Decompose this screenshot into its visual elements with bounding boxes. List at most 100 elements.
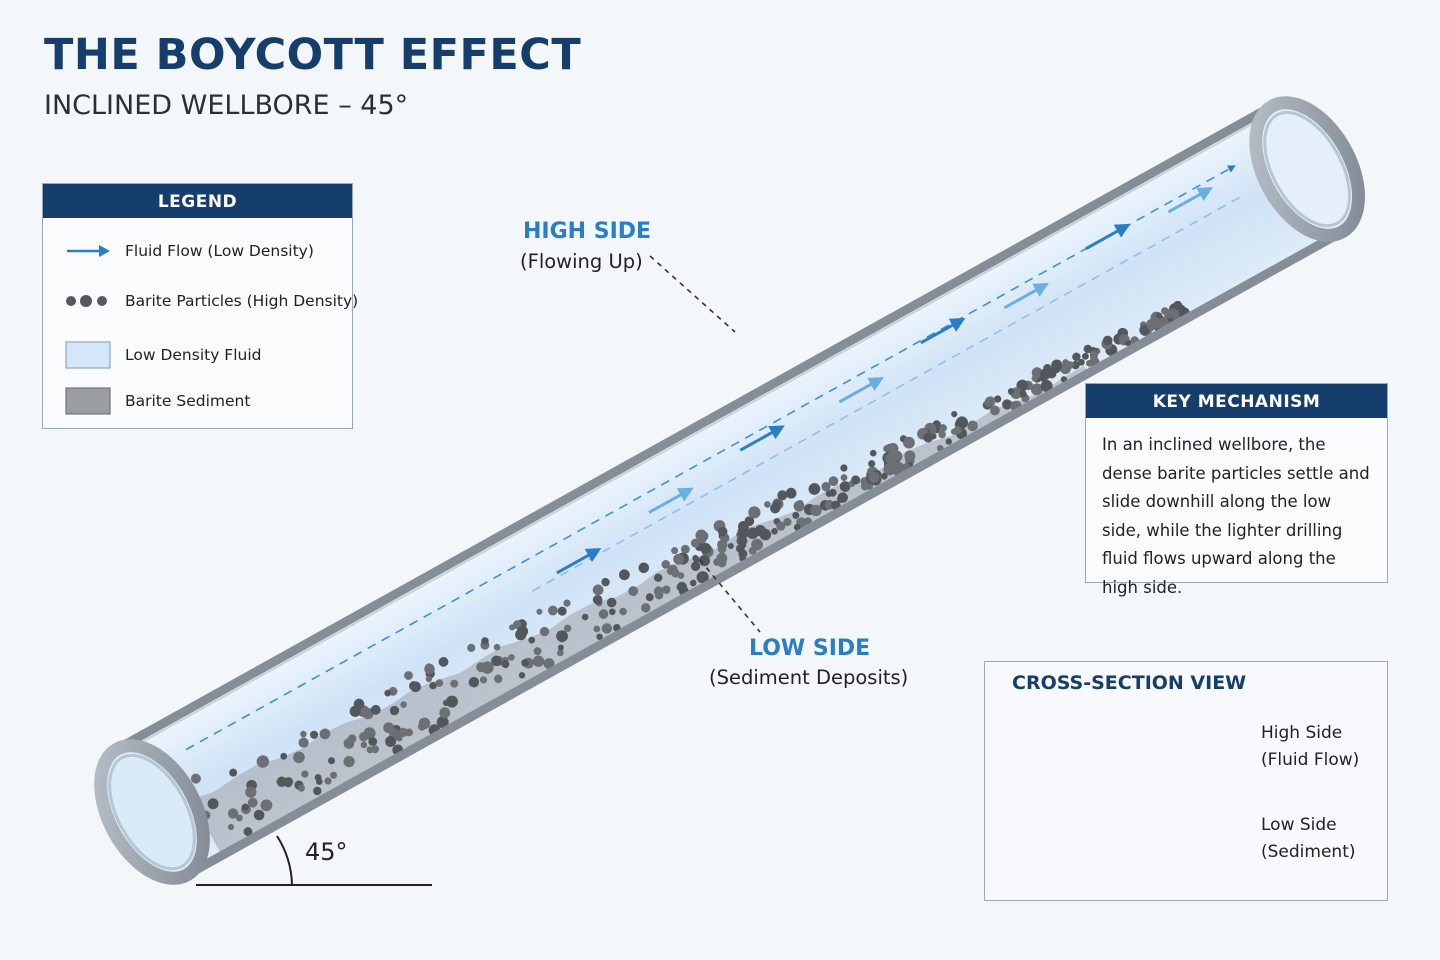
- barite-particle: [698, 554, 711, 567]
- barite-particle: [880, 472, 888, 480]
- barite-particle: [671, 569, 680, 578]
- barite-particle: [521, 659, 529, 667]
- barite-particle: [362, 707, 374, 720]
- barite-particle: [671, 547, 679, 555]
- barite-particle: [301, 770, 309, 778]
- legend-title: LEGEND: [43, 184, 352, 218]
- barite-particle: [777, 490, 788, 501]
- barite-particle: [548, 605, 558, 616]
- legend-item-barite-particles: Barite Particles (High Density): [43, 286, 358, 316]
- barite-particle: [851, 475, 861, 485]
- xs-high-side-sublabel: (Fluid Flow): [1261, 750, 1360, 770]
- barite-particle: [260, 799, 273, 812]
- barite-particle: [366, 746, 374, 754]
- barite-particle: [245, 786, 257, 798]
- barite-particle: [606, 597, 617, 608]
- legend-label: Low Density Fluid: [125, 346, 262, 364]
- barite-particle: [1156, 312, 1163, 319]
- angle-arc: [276, 835, 293, 886]
- barite-particle: [370, 704, 381, 715]
- barite-particle: [692, 554, 699, 562]
- barite-particle: [744, 516, 755, 527]
- cross-section-title: CROSS-SECTION VIEW: [1012, 672, 1247, 694]
- barite-particle: [1051, 359, 1063, 371]
- flow-arrow: [1167, 187, 1214, 214]
- barite-particle: [662, 585, 671, 594]
- barite-particle: [984, 398, 993, 407]
- barite-particle: [953, 425, 963, 435]
- barite-particle: [528, 636, 536, 644]
- barite-particle: [638, 562, 650, 574]
- barite-particle: [581, 613, 589, 621]
- legend-item-fluid-flow: Fluid Flow (Low Density): [43, 236, 352, 266]
- barite-particle: [990, 405, 1000, 416]
- barite-particle: [293, 751, 305, 764]
- barite-particle: [1086, 360, 1093, 367]
- barite-particle: [319, 728, 331, 740]
- barite-particle: [536, 608, 543, 615]
- flow-guide-line: [185, 165, 1236, 751]
- barite-particle: [808, 483, 821, 495]
- barite-particle: [601, 577, 610, 587]
- barite-particle: [673, 553, 685, 565]
- inclined-pipe: [94, 96, 1365, 885]
- flow-arrow: [1085, 223, 1131, 251]
- barite-particle: [751, 538, 763, 551]
- barite-particle: [343, 755, 355, 768]
- barite-particle: [371, 745, 380, 754]
- barite-particle: [903, 436, 915, 449]
- barite-particle: [592, 594, 603, 605]
- barite-particle: [298, 737, 309, 748]
- barite-particle: [479, 676, 488, 684]
- barite-particle: [557, 606, 567, 616]
- barite-particle: [771, 528, 778, 535]
- barite-particle: [700, 542, 712, 554]
- barite-particle: [945, 438, 953, 445]
- high-side-leader: [649, 255, 736, 333]
- barite-particle: [481, 661, 494, 674]
- barite-particle: [533, 647, 542, 656]
- barite-particle: [385, 735, 397, 747]
- lower-mouth-inner-rim: [108, 753, 196, 871]
- barite-particle: [383, 722, 395, 734]
- barite-particle: [825, 490, 833, 497]
- barite-particle: [596, 633, 603, 641]
- barite-particle: [955, 416, 969, 429]
- flow-arrow: [739, 425, 785, 452]
- barite-particle: [661, 560, 671, 569]
- barite-particle: [330, 771, 338, 779]
- barite-particle: [557, 644, 564, 651]
- barite-particle: [343, 738, 355, 749]
- barite-particle: [676, 583, 685, 592]
- barite-particle: [785, 487, 797, 499]
- barite-particle: [690, 538, 700, 548]
- barite-particle: [1082, 352, 1089, 360]
- barite-particle: [247, 797, 258, 808]
- flow-arrow: [1003, 283, 1049, 310]
- xs-low-side-sublabel: (Sediment): [1261, 842, 1356, 862]
- cross-section-panel: CROSS-SECTION VIEW High Side (Fluid Flow…: [984, 661, 1388, 901]
- barite-particle: [893, 461, 904, 473]
- barite-particle: [698, 531, 709, 542]
- barite-particle: [883, 463, 896, 476]
- angle-label: 45°: [305, 838, 348, 866]
- barite-particle: [1072, 352, 1081, 361]
- key-mechanism-title: KEY MECHANISM: [1086, 384, 1387, 418]
- barite-particle: [1059, 362, 1072, 375]
- barite-particle: [810, 504, 822, 517]
- barite-particle: [241, 803, 249, 811]
- barite-particle: [1019, 390, 1027, 398]
- barite-particle: [868, 471, 880, 483]
- barite-particle: [967, 420, 978, 432]
- barite-particle: [491, 655, 502, 667]
- barite-particle: [435, 679, 444, 687]
- barite-particle: [770, 503, 781, 514]
- barite-particle: [494, 674, 503, 684]
- barite-particle: [300, 730, 307, 738]
- barite-particle: [793, 523, 801, 531]
- upper-mouth-inner-rim: [1263, 110, 1351, 228]
- barite-particle: [556, 630, 568, 643]
- barite-particle: [404, 671, 413, 680]
- barite-particle: [360, 741, 368, 749]
- legend-item-barite-sediment: Barite Sediment: [43, 386, 352, 416]
